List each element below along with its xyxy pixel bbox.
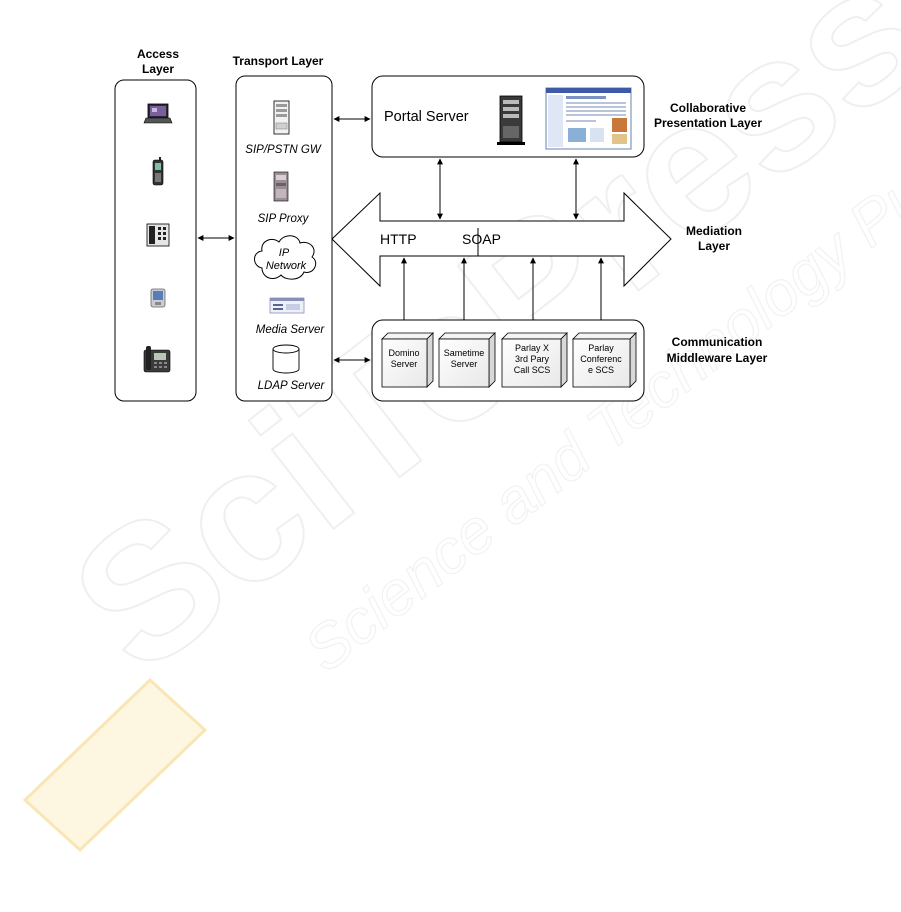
sametime-server-box bbox=[438, 332, 496, 388]
portal-screenshot-icon bbox=[545, 87, 632, 150]
parlay-call-label-2: 3rd Pary bbox=[515, 354, 550, 364]
presentation-layer-title-2: Presentation Layer bbox=[654, 116, 762, 130]
media-server-icon bbox=[269, 297, 305, 314]
domino-label-2: Server bbox=[391, 359, 418, 369]
mediation-layer-title-1: Mediation bbox=[686, 224, 742, 238]
communication-layer-title-1: Communication bbox=[672, 335, 763, 349]
parlay-conf-label-2: Conferenc bbox=[580, 354, 622, 364]
transport-layer-title: Transport Layer bbox=[233, 54, 324, 68]
gateway-server-icon bbox=[273, 100, 290, 135]
sip-proxy-label: SIP Proxy bbox=[258, 213, 310, 225]
sametime-label-1: Sametime bbox=[444, 348, 485, 358]
communication-layer-title-2: Middleware Layer bbox=[667, 351, 768, 365]
laptop-icon bbox=[143, 103, 173, 124]
ip-phone-icon bbox=[143, 346, 171, 373]
sametime-label-2: Server bbox=[451, 359, 478, 369]
ldap-server-label: LDAP Server bbox=[258, 380, 326, 392]
parlay-conf-label-3: e SCS bbox=[588, 365, 614, 375]
proxy-server-icon bbox=[273, 171, 289, 202]
cloud-icon bbox=[254, 235, 317, 280]
presentation-layer-title-1: Collaborative bbox=[670, 101, 746, 115]
media-server-label: Media Server bbox=[256, 324, 326, 336]
mediation-bus-arrow bbox=[331, 191, 672, 288]
access-layer-title-2: Layer bbox=[142, 62, 174, 76]
parlay-conference-scs-box bbox=[572, 332, 637, 388]
ip-network-label-2: Network bbox=[266, 260, 307, 272]
parlay-call-scs-box bbox=[501, 332, 568, 388]
parlay-call-label-1: Parlay X bbox=[515, 343, 549, 353]
pda-icon bbox=[150, 288, 166, 308]
mediation-layer-title-2: Layer bbox=[698, 239, 730, 253]
database-icon bbox=[272, 344, 300, 374]
domino-label-1: Domino bbox=[388, 348, 419, 358]
http-label: HTTP bbox=[380, 231, 417, 247]
portal-server-icon bbox=[497, 95, 525, 145]
desk-phone-icon bbox=[146, 223, 170, 247]
domino-server-box bbox=[381, 332, 434, 388]
ip-network-label-1: IP bbox=[279, 247, 290, 259]
parlay-call-label-3: Call SCS bbox=[514, 365, 551, 375]
parlay-conf-label-1: Parlay bbox=[588, 343, 614, 353]
access-layer-title-1: Access bbox=[137, 47, 179, 61]
mobile-phone-icon bbox=[152, 157, 164, 186]
sip-gw-label: SIP/PSTN GW bbox=[245, 144, 322, 156]
soap-label: SOAP bbox=[462, 231, 501, 247]
portal-server-label: Portal Server bbox=[384, 109, 469, 125]
